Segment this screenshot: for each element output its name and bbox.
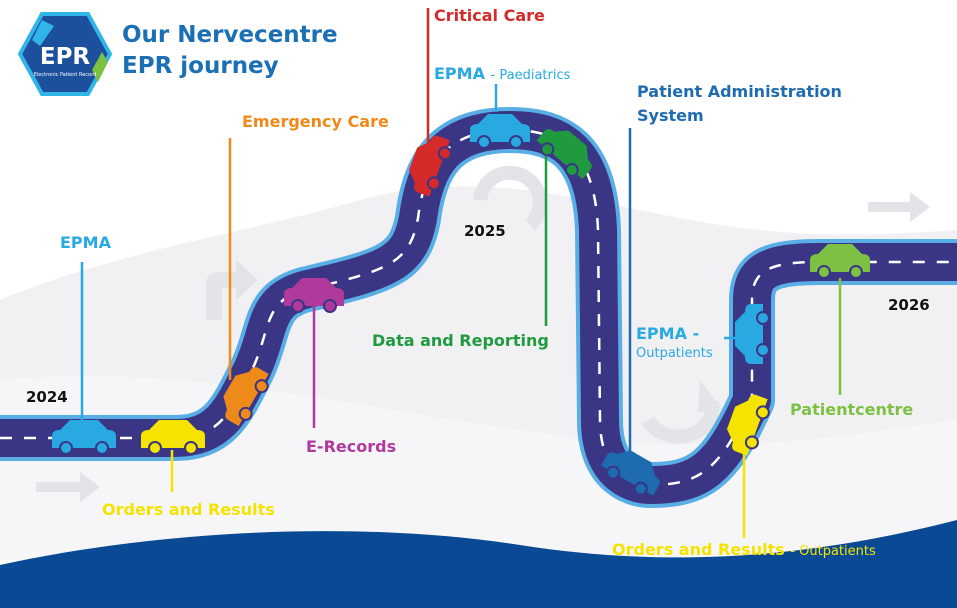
car-icon-epma: [52, 420, 116, 455]
epr-logo: EPR Electronic Patient Record: [18, 12, 112, 96]
epma-paeds-sub: - Paediatrics: [490, 68, 571, 83]
arrow-right-icon: [868, 192, 930, 222]
year-2024: 2024: [26, 388, 68, 406]
epma-op-dash: -: [686, 324, 700, 343]
car-icon-emergency-care: [223, 367, 269, 426]
car-icon-patientcentre: [810, 244, 870, 279]
car-icon-epma-op: [735, 304, 770, 364]
epma-op-sub: Outpatients: [636, 346, 713, 361]
milestone-epma-outpatients: EPMA - Outpatients: [636, 324, 713, 364]
year-2025: 2025: [464, 222, 506, 240]
arrow-head-icon: [698, 380, 722, 412]
page-title: Our Nervecentre EPR journey: [122, 20, 338, 82]
milestone-patientcentre: Patientcentre: [790, 400, 914, 419]
epma-paeds-label: EPMA: [434, 64, 485, 83]
car-icon-pas: [601, 450, 660, 496]
car-icon-orders-results-op: [726, 394, 770, 456]
bottom-wave: [0, 520, 957, 608]
milestone-pas: Patient Administration System: [637, 80, 842, 128]
arrow-turn-icon: [206, 260, 258, 320]
logo-subtext: Electronic Patient Record: [34, 72, 97, 78]
arrow-loop-icon: [641, 400, 720, 444]
epma-op-label: EPMA: [636, 324, 687, 343]
title-line-1: Our Nervecentre: [122, 22, 338, 48]
arrow-right-icon: [36, 472, 100, 502]
orders-results-op-sub: - Outpatients: [790, 544, 876, 559]
milestone-orders-results: Orders and Results: [102, 500, 275, 519]
orders-results-op-label: Orders and Results: [612, 540, 785, 559]
car-icon-data-reporting: [536, 129, 592, 179]
pas-line-2: System: [637, 106, 704, 125]
car-icon-epma-paeds: [470, 114, 530, 149]
logo-text: EPR: [40, 44, 91, 70]
milestone-emergency-care: Emergency Care: [242, 112, 389, 131]
car-icon-critical-care: [408, 135, 452, 197]
milestone-data-reporting: Data and Reporting: [372, 331, 549, 350]
title-line-2: EPR journey: [122, 53, 279, 79]
milestone-orders-results-outpatients: Orders and Results - Outpatients: [612, 540, 876, 559]
pas-line-1: Patient Administration: [637, 82, 842, 101]
car-icon-orders-results: [141, 420, 205, 455]
milestone-e-records: E-Records: [306, 437, 397, 456]
milestone-epma: EPMA: [60, 233, 111, 252]
arrow-loop-icon: [473, 165, 547, 231]
car-icon-e-records: [284, 278, 344, 313]
milestone-critical-care: Critical Care: [434, 6, 545, 25]
year-2026: 2026: [888, 296, 930, 314]
milestone-epma-paediatrics: EPMA - Paediatrics: [434, 64, 570, 83]
